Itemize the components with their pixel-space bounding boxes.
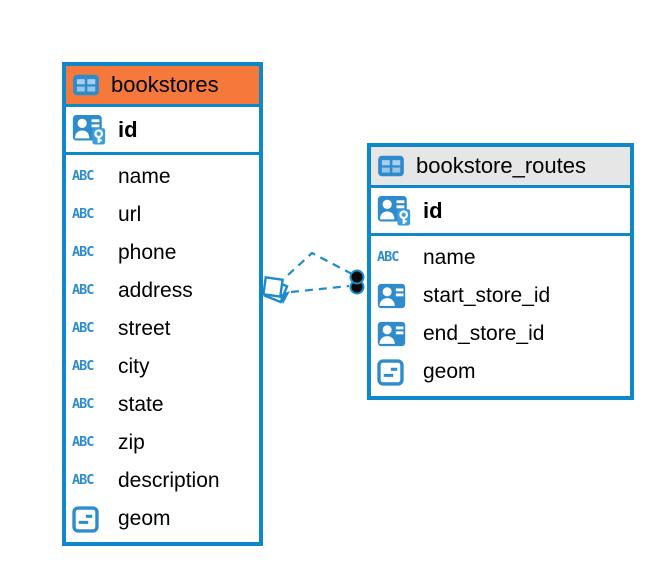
- primary-key-icon: [377, 195, 415, 226]
- column-row-url[interactable]: ABC url: [66, 196, 259, 234]
- table-icon: [72, 73, 102, 97]
- column-row-geom[interactable]: geom: [66, 500, 259, 538]
- column-row-street[interactable]: ABC street: [66, 310, 259, 348]
- column-row-name[interactable]: ABC name: [371, 239, 630, 277]
- column-row-phone[interactable]: ABC phone: [66, 234, 259, 272]
- primary-key-icon: [72, 114, 110, 145]
- text-abc-icon: ABC: [72, 320, 94, 337]
- foreign-key-user-icon: [377, 321, 415, 347]
- column-row-name[interactable]: ABC name: [66, 158, 259, 196]
- text-abc-icon: ABC: [72, 472, 94, 489]
- column-row-state[interactable]: ABC state: [66, 386, 259, 424]
- column-name: street: [118, 317, 171, 340]
- primary-key-section: id: [371, 188, 630, 236]
- column-name: description: [118, 469, 220, 492]
- column-name: name: [423, 246, 476, 269]
- column-name: url: [118, 203, 142, 226]
- table-bookstore-routes-header[interactable]: bookstore_routes: [371, 147, 630, 188]
- column-name: id: [423, 197, 443, 223]
- table-icon: [377, 154, 407, 178]
- table-bookstore-routes[interactable]: bookstore_routes id ABC name start_store_i…: [367, 143, 634, 400]
- column-row-address[interactable]: ABC address: [66, 272, 259, 310]
- column-name: zip: [118, 431, 145, 454]
- table-bookstores-header[interactable]: bookstores: [66, 66, 259, 107]
- column-name: geom: [118, 507, 171, 530]
- relationship-target-marker[interactable]: [349, 269, 365, 295]
- column-row-start_store_id[interactable]: start_store_id: [371, 277, 630, 315]
- relationship-source-marker[interactable]: [262, 276, 290, 304]
- column-row-geom[interactable]: geom: [371, 353, 630, 391]
- text-abc-icon: ABC: [72, 282, 94, 299]
- text-abc-icon: ABC: [72, 206, 94, 223]
- column-row-end_store_id[interactable]: end_store_id: [371, 315, 630, 353]
- column-name: name: [118, 165, 171, 188]
- column-row-id[interactable]: id: [371, 188, 630, 233]
- text-abc-icon: ABC: [72, 358, 94, 375]
- column-name: state: [118, 393, 164, 416]
- column-name: address: [118, 279, 193, 302]
- column-name: id: [118, 116, 138, 142]
- relationship-line-lower[interactable]: [290, 284, 350, 294]
- table-title: bookstores: [111, 72, 219, 97]
- primary-key-section: id: [66, 107, 259, 155]
- table-title: bookstore_routes: [416, 153, 586, 178]
- column-row-zip[interactable]: ABC zip: [66, 424, 259, 462]
- text-abc-icon: ABC: [72, 396, 94, 413]
- column-row-description[interactable]: ABC description: [66, 462, 259, 500]
- geometry-icon: [377, 358, 415, 386]
- column-name: end_store_id: [423, 322, 545, 345]
- text-abc-icon: ABC: [72, 244, 94, 261]
- column-name: start_store_id: [423, 284, 551, 307]
- column-name: geom: [423, 360, 476, 383]
- relationship-line-upper[interactable]: [287, 251, 353, 276]
- column-row-id[interactable]: id: [66, 107, 259, 152]
- column-row-city[interactable]: ABC city: [66, 348, 259, 386]
- text-abc-icon: ABC: [377, 249, 399, 266]
- foreign-key-user-icon: [377, 283, 415, 309]
- column-name: city: [118, 355, 150, 378]
- text-abc-icon: ABC: [72, 434, 94, 451]
- column-name: phone: [118, 241, 177, 264]
- geometry-icon: [72, 505, 110, 533]
- text-abc-icon: ABC: [72, 168, 94, 185]
